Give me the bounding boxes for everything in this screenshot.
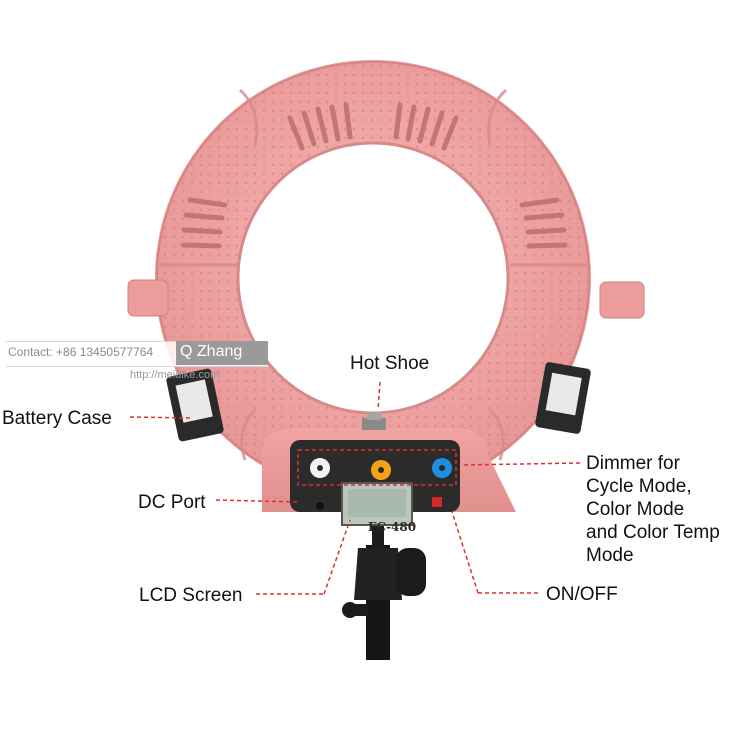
watermark-contact: Contact: +86 13450577764 [8,345,154,359]
watermark-name: Q Zhang [180,343,243,360]
model-label: FC-480 [368,520,417,534]
battery-case-left [166,368,224,442]
label-on-off: ON/OFF [546,584,618,605]
label-dimmer-line1: Dimmer for [586,453,680,474]
watermark: Contact: +86 13450577764 Q Zhang http://… [0,339,270,383]
label-dimmer-line3: Color Mode [586,499,685,520]
ring-light [127,60,645,496]
control-panel [262,412,516,526]
light-stand [342,520,426,660]
label-hot-shoe: Hot Shoe [350,353,430,374]
label-lcd-screen: LCD Screen [139,585,243,606]
callout-lines [129,381,581,595]
watermark-name-box [176,341,268,365]
label-dimmer: Dimmer for Cycle Mode, Color Mode and Co… [586,452,720,567]
label-battery-case: Battery Case [2,408,112,429]
label-dimmer-line4: and Color Temp [586,522,720,543]
battery-case-right [535,362,591,434]
watermark-url: http://meidike.com [130,369,220,381]
label-dimmer-line5: Mode [586,545,634,566]
label-dimmer-line2: Cycle Mode, [586,476,692,497]
label-dc-port: DC Port [138,492,206,513]
